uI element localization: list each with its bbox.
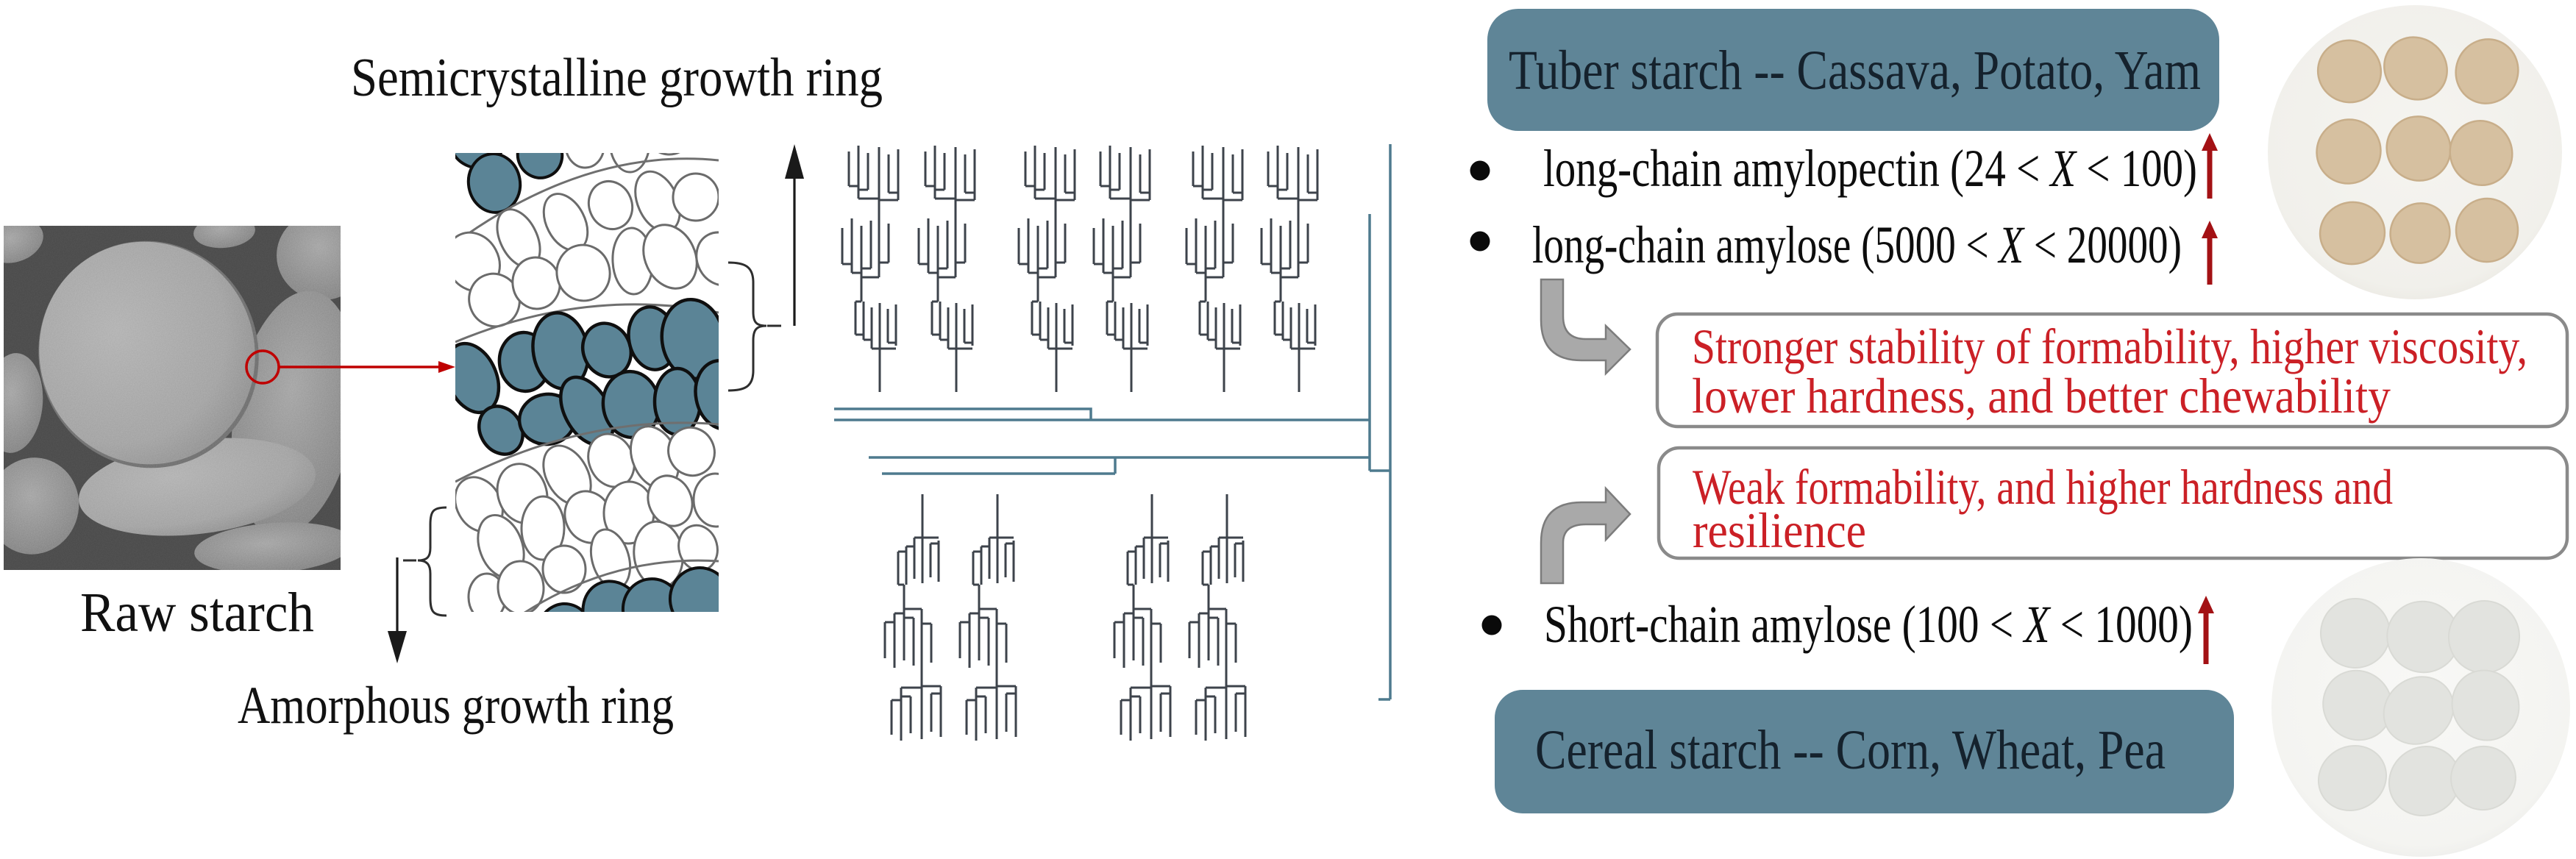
svg-text:lower hardness, and better che: lower hardness, and better chewability [1692, 368, 2391, 424]
svg-text:long-chain amylose (5000 < X <: long-chain amylose (5000 < X < 20000) [1532, 215, 2182, 274]
svg-text:Stronger stability of formabil: Stronger stability of formability, highe… [1692, 318, 2527, 374]
svg-text:Cereal starch -- Corn, Wheat,: Cereal starch -- Corn, Wheat, Pea [1535, 719, 2166, 781]
svg-text:Short-chain amylose (100 < X <: Short-chain amylose (100 < X < 1000) [1544, 595, 2193, 654]
svg-text:Tuber starch -- Cassava, Potat: Tuber starch -- Cassava, Potato, Yam [1509, 40, 2201, 101]
svg-text:Semicrystalline growth ring: Semicrystalline growth ring [351, 48, 883, 108]
svg-text:Raw starch: Raw starch [80, 582, 314, 644]
svg-text:Weak formability, and higher h: Weak formability, and higher hardness an… [1693, 459, 2393, 515]
svg-text:Amorphous growth ring: Amorphous growth ring [238, 676, 674, 735]
svg-text:long-chain amylopectin (24 < X: long-chain amylopectin (24 < X < 100) [1543, 139, 2197, 198]
svg-text:resilience: resilience [1693, 502, 1866, 558]
